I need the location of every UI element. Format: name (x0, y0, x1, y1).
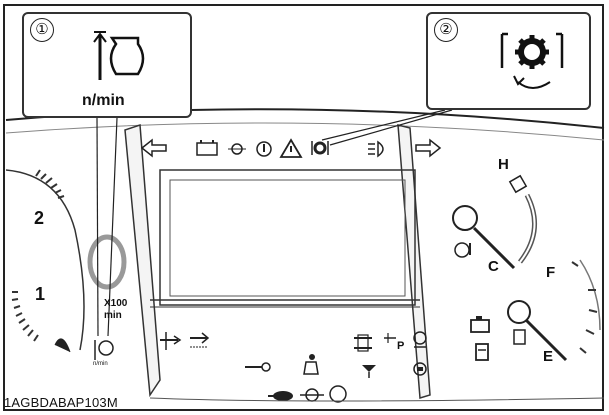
fuel-pump-small-icon (513, 329, 526, 345)
parking-icon (329, 385, 347, 403)
four-wheel-drive-icon (354, 334, 372, 352)
tach-scale-2: 2 (34, 208, 45, 228)
callout-engine-speed: ① n/min (22, 12, 192, 118)
arrow-left-icon (140, 138, 167, 158)
engine-icon (300, 388, 324, 402)
figure-code: 1AGBDABAP103M (4, 395, 118, 410)
hydraulic-icon (362, 365, 376, 378)
headlight-icon (368, 140, 384, 158)
temp-low-label: C (488, 258, 499, 275)
fuel-level-icon (413, 362, 427, 376)
turtle-icon (268, 391, 293, 401)
key-icon (245, 362, 271, 372)
temp-high-label: H (498, 156, 509, 173)
engine-warning-icon (470, 316, 490, 333)
tach-unit: min (104, 310, 122, 321)
tach-icon-label: n/min (93, 361, 108, 367)
glow-plug-icon (256, 141, 272, 157)
tach-multiplier: X100 (104, 298, 128, 309)
pto-icon (160, 332, 182, 350)
seat-operator-icon (303, 354, 319, 375)
arrow-right-icon (415, 138, 442, 158)
temperature-gauge (452, 174, 538, 270)
brake-p-icon (384, 333, 396, 343)
tach-engine-speed-icon (94, 340, 114, 360)
brake-p-letter: P (397, 340, 405, 352)
ignition-icon (413, 331, 427, 348)
callout-number-1: ① (30, 18, 54, 42)
callout-number-2: ② (434, 18, 458, 42)
fuel-empty-label: E (543, 348, 554, 365)
service-gear-icon (311, 141, 329, 155)
tach-scale-1: 1 (35, 284, 46, 304)
callout-unit-label: n/min (82, 92, 125, 109)
coolant-temp-icon (454, 242, 471, 258)
warning-triangle-icon (279, 138, 303, 158)
fuel-full-label: F (546, 264, 556, 281)
fuel-pump-icon (475, 343, 489, 361)
engine-speed-warning-icon (93, 31, 145, 80)
oil-pressure-icon (228, 143, 246, 155)
tachometer-dial (5, 169, 85, 353)
callout-service-indicator: ② (426, 12, 591, 110)
battery-icon (196, 140, 218, 156)
fuel-gauge (507, 259, 601, 362)
gear-service-icon (500, 32, 564, 89)
pto-auto-icon (190, 332, 210, 348)
